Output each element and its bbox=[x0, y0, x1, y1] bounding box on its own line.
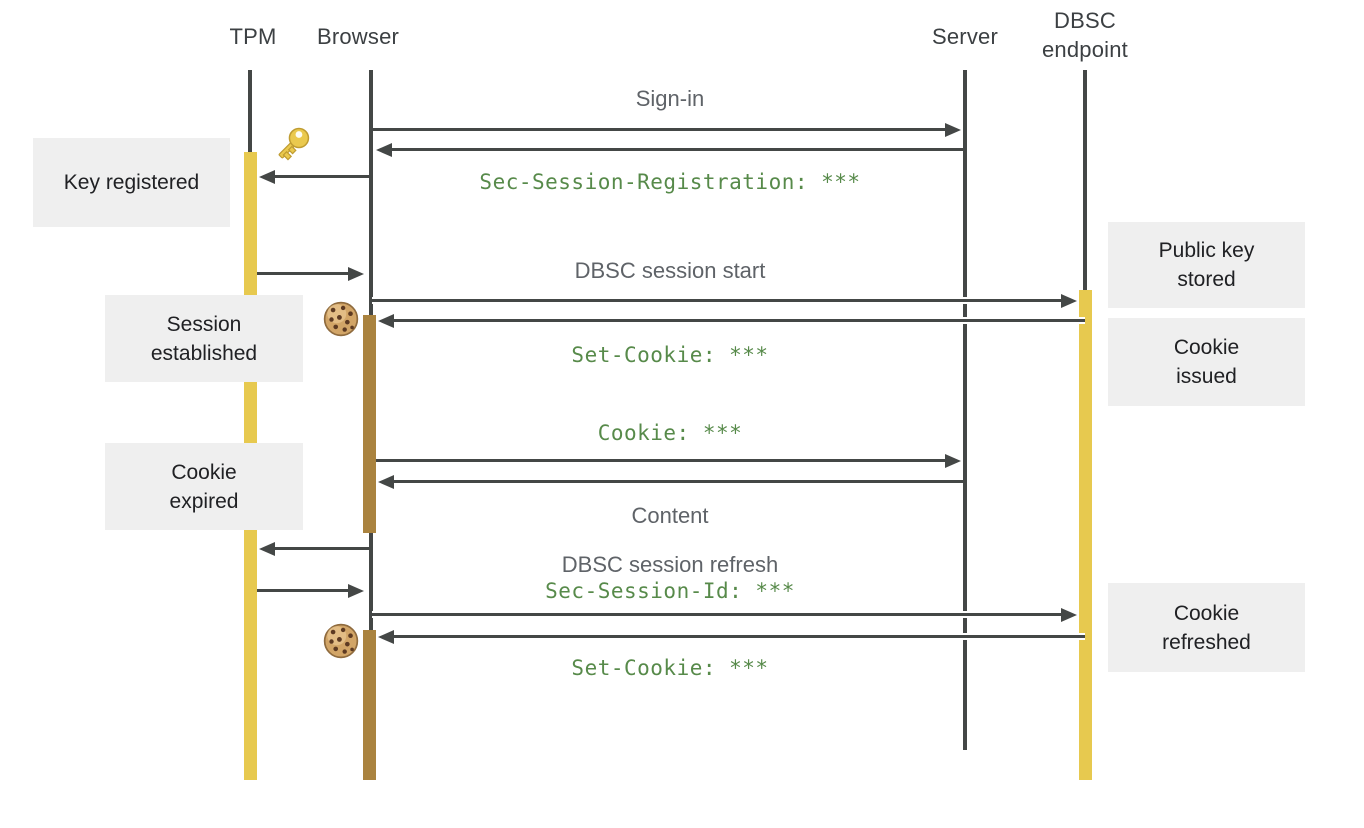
message-label-dbsc-session-start: DBSC session start bbox=[574, 258, 766, 283]
cookie-icon bbox=[322, 622, 360, 660]
message-label-set-cookie-1: Set-Cookie: *** bbox=[571, 343, 769, 367]
message-label-dbsc-session-refresh: DBSC session refresh bbox=[561, 552, 779, 577]
browser-activation-bar-2 bbox=[363, 630, 376, 780]
state-box-key-registered: Key registered bbox=[33, 138, 230, 227]
arrowhead bbox=[378, 474, 394, 489]
message-label-sign-in: Sign-in bbox=[635, 86, 705, 111]
arrowhead bbox=[259, 169, 275, 184]
participant-tpm: TPM bbox=[203, 22, 303, 51]
arrowhead bbox=[259, 541, 275, 556]
participant-server: Server bbox=[905, 22, 1025, 51]
dbsc-endpoint-activation-bar bbox=[1079, 290, 1092, 780]
arrowhead bbox=[378, 313, 394, 328]
arrowhead bbox=[378, 629, 394, 644]
server-lifeline bbox=[963, 70, 967, 750]
participant-label: Server bbox=[932, 24, 998, 49]
arrow-cookie-request bbox=[376, 453, 961, 468]
arrowhead bbox=[1061, 607, 1077, 622]
arrow-set-cookie-response bbox=[378, 313, 1085, 328]
participant-label: DBSC bbox=[1054, 8, 1116, 33]
browser-activation-bar-1 bbox=[363, 315, 376, 533]
arrow-tpm-to-browser-sign-response bbox=[257, 583, 364, 598]
message-label-sec-session-id: Sec-Session-Id: *** bbox=[545, 579, 795, 603]
arrowhead bbox=[348, 266, 364, 281]
arrow-sign-in bbox=[372, 122, 961, 137]
arrow-browser-to-tpm-key-request bbox=[259, 169, 371, 184]
arrow-tpm-to-browser-key-response bbox=[257, 266, 364, 281]
arrow-browser-to-tpm-sign-request bbox=[259, 541, 371, 556]
arrow-sign-in-response bbox=[376, 142, 965, 157]
message-label-sec-session-registration: Sec-Session-Registration: *** bbox=[479, 170, 861, 194]
arrowhead bbox=[1061, 293, 1077, 308]
dbsc-endpoint-lifeline bbox=[1083, 70, 1087, 292]
arrowhead bbox=[348, 583, 364, 598]
arrowhead bbox=[945, 453, 961, 468]
key-icon bbox=[272, 121, 316, 165]
arrow-dbsc-session-refresh bbox=[372, 607, 1077, 622]
participant-label: TPM bbox=[229, 24, 277, 49]
arrow-content-response bbox=[378, 474, 963, 489]
tpm-lifeline bbox=[248, 70, 252, 152]
arrowhead bbox=[945, 122, 961, 137]
message-label-set-cookie-2: Set-Cookie: *** bbox=[571, 656, 769, 680]
arrow-set-cookie-refresh-response bbox=[378, 629, 1085, 644]
arrow-dbsc-session-start bbox=[372, 293, 1077, 308]
cookie-icon bbox=[322, 300, 360, 338]
arrowhead bbox=[376, 142, 392, 157]
participant-browser: Browser bbox=[298, 22, 418, 51]
message-label-content: Content bbox=[631, 503, 709, 528]
participant-label: Browser bbox=[316, 24, 400, 49]
message-label-cookie: Cookie: *** bbox=[597, 421, 743, 445]
